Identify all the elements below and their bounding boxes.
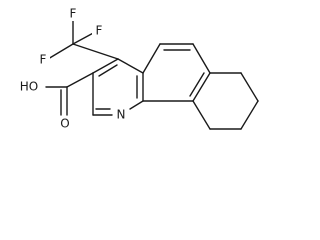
bond-c8-c9	[240, 100, 259, 130]
bond-c6a-c10a-double	[189, 72, 205, 97]
atom-labels: F F F HO O N	[16, 7, 129, 131]
bond-c7-c8	[240, 72, 259, 102]
bond-c10b-n	[129, 100, 144, 110]
bond-group	[45, 14, 259, 130]
bond-cf3-f-left	[47, 43, 74, 60]
bond-c6a-c10a	[192, 72, 211, 102]
bond-c3-c4	[92, 58, 119, 74]
nitrogen-label: N	[117, 108, 126, 122]
bond-c4a-c5	[142, 43, 161, 74]
chemical-structure-diagram: F F F HO O N	[16, 6, 259, 131]
bond-c6-c6a	[192, 43, 211, 74]
hydroxyl-label: HO	[20, 80, 38, 94]
fluorine-right-label: F	[96, 24, 103, 38]
carbonyl-oxygen-label: O	[60, 117, 69, 131]
bond-c10-c10a	[192, 100, 211, 130]
fluorine-top-label: F	[70, 7, 77, 21]
bond-c3-cooh	[66, 72, 94, 88]
fluorine-left-label: F	[40, 53, 47, 67]
bond-c3-c4-double	[98, 64, 118, 77]
bond-c4-cf3	[72, 43, 119, 60]
bond-c4-c4a	[117, 58, 144, 74]
